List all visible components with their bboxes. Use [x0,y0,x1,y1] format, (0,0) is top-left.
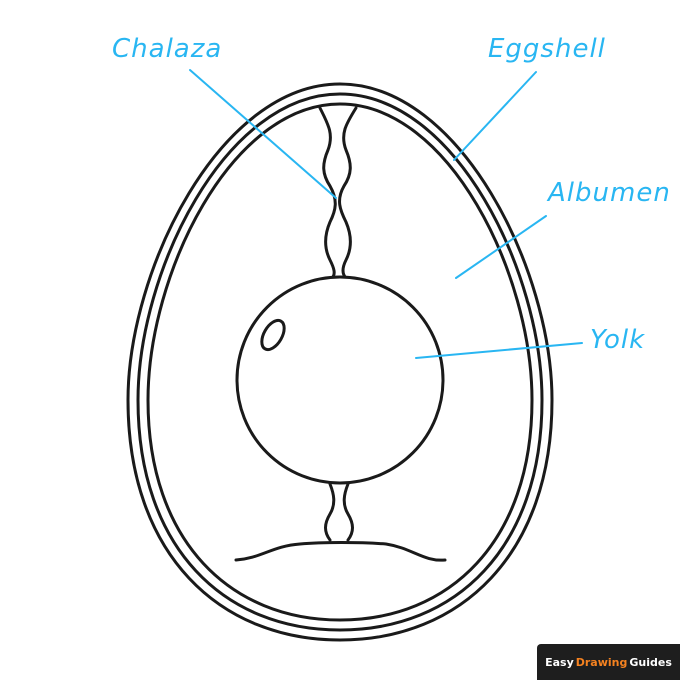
brand-word-guides: Guides [629,655,672,669]
eggshell-label: Eggshell [488,34,606,64]
chalaza-lower-right [342,482,354,542]
eggshell-outer [126,82,554,642]
chalaza-upper-left [318,106,337,280]
shell-membrane [146,102,534,622]
yolk-label: Yolk [590,325,646,355]
chalaza-upper-right [338,106,358,280]
yolk-highlight [260,318,286,352]
yolk [235,275,445,485]
chalaza-label: Chalaza [112,34,223,64]
brand-word-drawing: Drawing [575,655,628,669]
eggshell-middle [136,92,544,632]
yolk-leader-line [415,342,583,359]
albumen-leader-line [455,215,547,279]
air-cell [234,541,447,562]
chalaza-lower-left [324,482,336,542]
eggshell-leader-line [453,71,537,161]
albumen-label: Albumen [548,178,671,208]
brand-word-easy: Easy [545,655,574,669]
brand-badge: Easy Drawing Guides [537,644,680,680]
chalaza-leader-line [189,69,337,199]
